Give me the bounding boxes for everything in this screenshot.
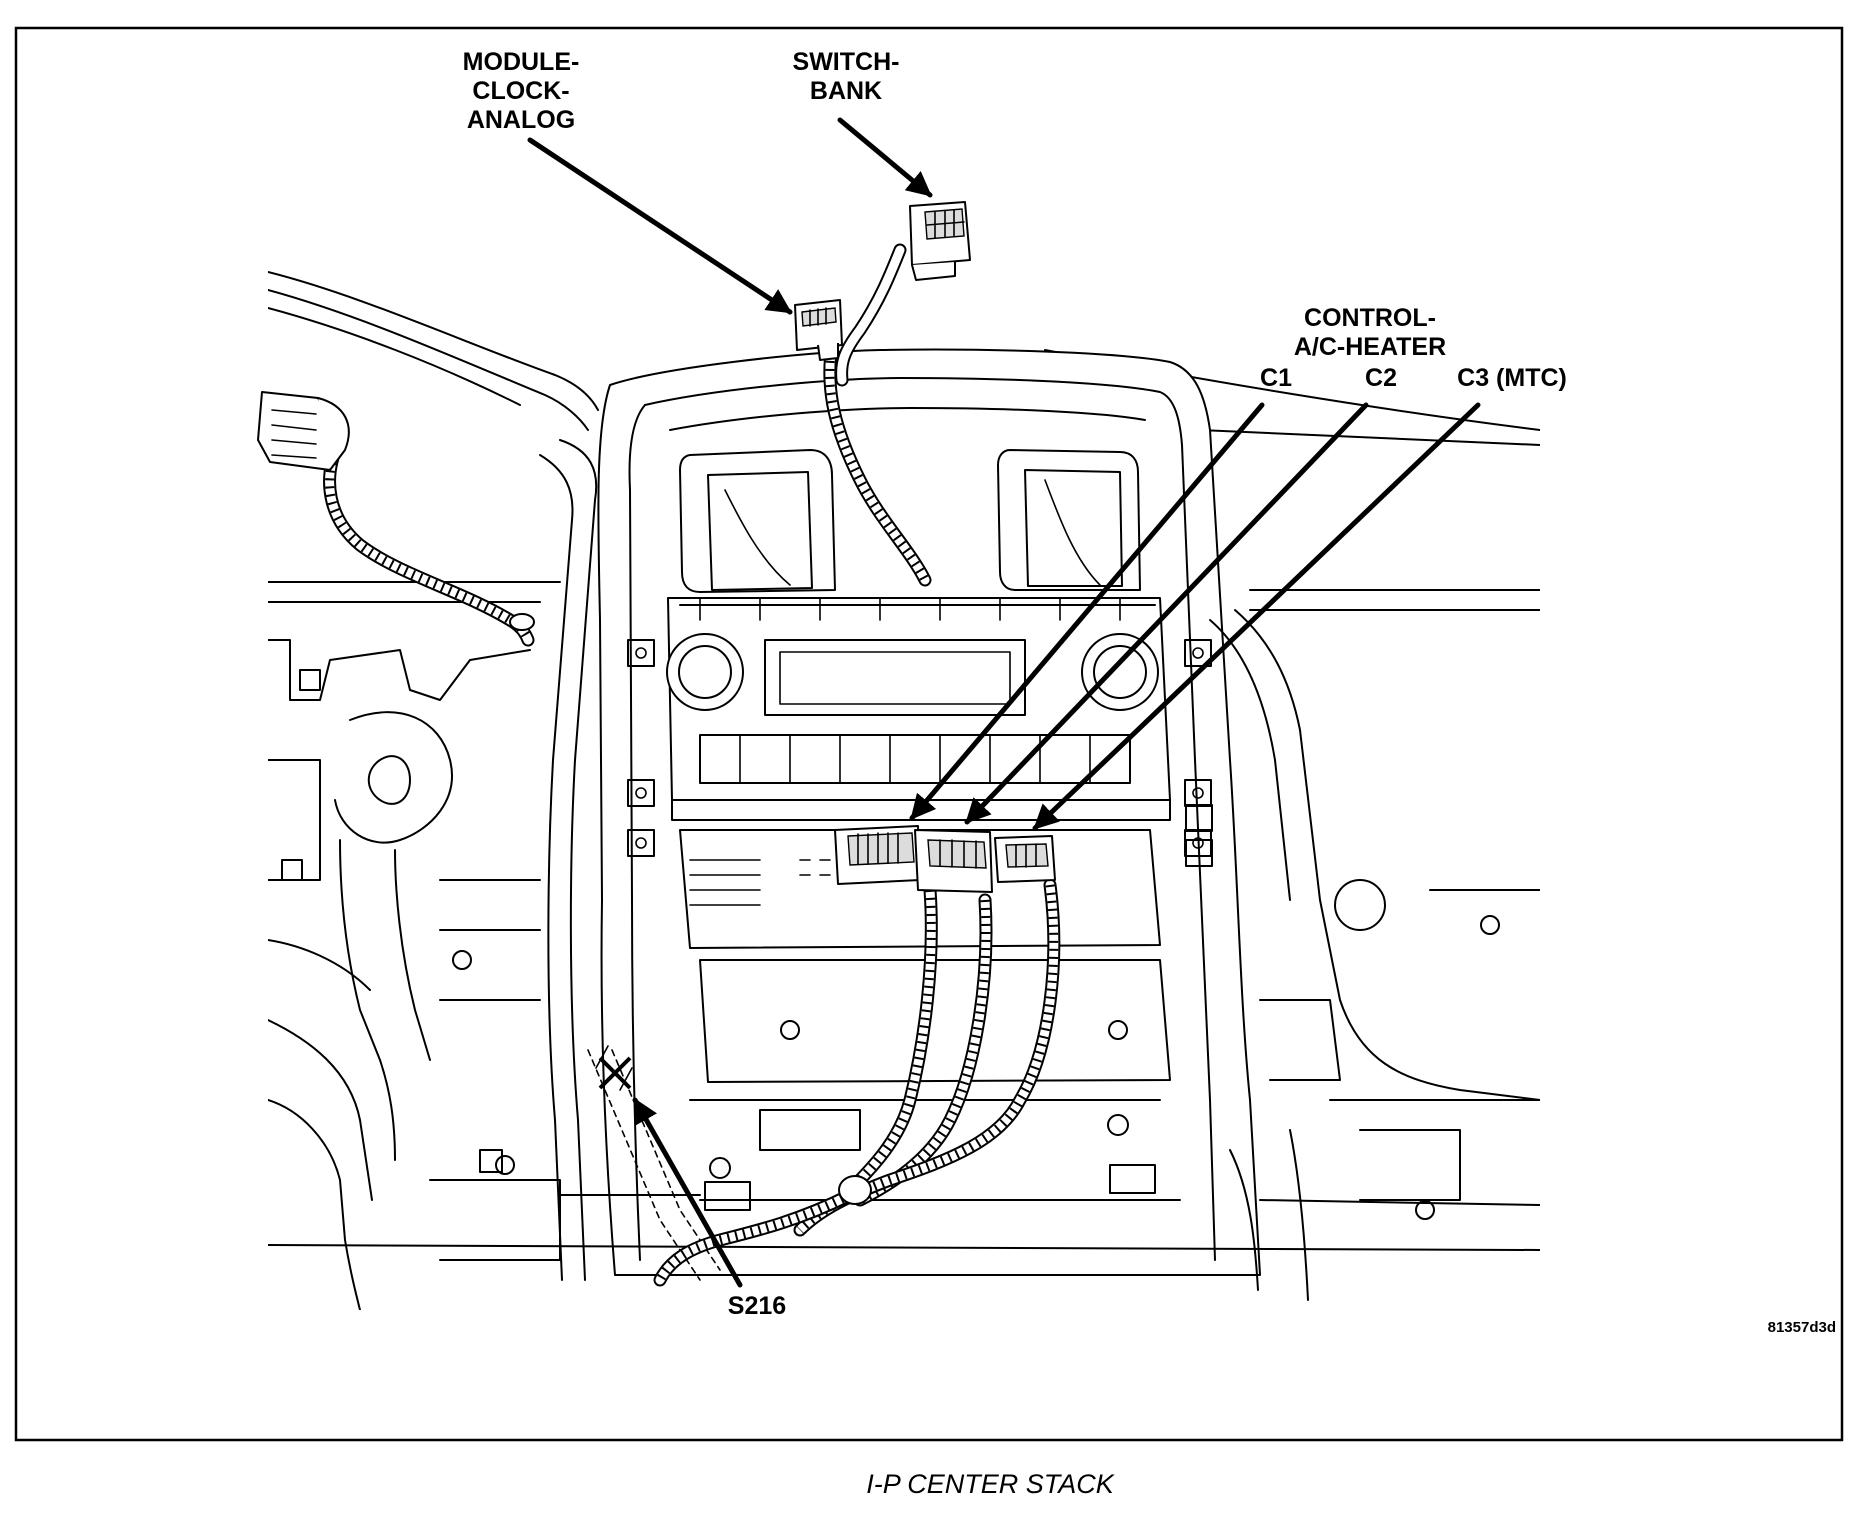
switch-bank-arrow [837, 117, 933, 198]
dashboard-line-art [268, 271, 1540, 1310]
module-clock-label-line-2: CLOCK- [472, 77, 569, 105]
leader-arrows [527, 117, 1481, 1288]
module-clock-analog-connector [794, 299, 843, 361]
switch-bank-label-line-1: SWITCH- [793, 48, 900, 76]
c1-label: C1 [1260, 364, 1292, 392]
s216-label: S216 [728, 1292, 786, 1320]
c1-connector [834, 825, 921, 885]
c2-connector [914, 829, 993, 893]
c2-label: C2 [1365, 364, 1397, 392]
body-connector [257, 391, 350, 471]
switch-bank-label-line-2: BANK [810, 77, 882, 105]
diagram-frame [14, 26, 1844, 1442]
s216-arrow [632, 1097, 743, 1288]
switch-bank-connector [909, 201, 971, 281]
c3-arrow [1032, 402, 1481, 831]
connectors [257, 201, 1056, 893]
control-heater-label-line-1: CONTROL- [1304, 304, 1436, 332]
c3-label: C3 (MTC) [1457, 364, 1567, 392]
s216-splice-marker [598, 1056, 632, 1090]
figure-code: 81357d3d [1768, 1319, 1836, 1336]
c1-arrow [909, 402, 1265, 821]
module-clock-label-line-1: MODULE- [463, 48, 580, 76]
module-clock-arrow [527, 137, 793, 315]
callout-labels: MODULE- CLOCK- ANALOG SWITCH- BANK CONTR… [463, 48, 1836, 1336]
figure-caption: I-P CENTER STACK [866, 1469, 1115, 1499]
c2-arrow [964, 402, 1369, 825]
module-clock-label-line-3: ANALOG [467, 106, 575, 134]
c3-connector [994, 835, 1056, 883]
control-heater-label-line-2: A/C-HEATER [1294, 333, 1446, 361]
wire-harnesses [323, 243, 1061, 1287]
